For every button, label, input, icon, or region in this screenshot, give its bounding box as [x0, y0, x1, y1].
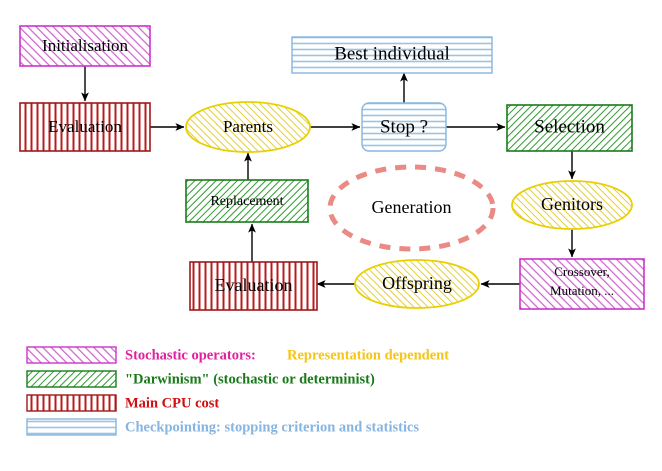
legend-swatch-blue-horizontal: [26, 418, 117, 436]
node-evaluation-bottom[interactable]: Evaluation: [189, 261, 318, 311]
legend-label-darwinism: "Darwinism" (stochastic or determinist): [125, 371, 375, 387]
node-label-generation: Generation: [372, 197, 452, 217]
node-initialisation[interactable]: Initialisation: [19, 25, 151, 67]
legend-label-stochastic-operators: Stochastic operators:: [125, 347, 256, 363]
node-crossover-mutation[interactable]: Crossover, Mutation, ...: [519, 258, 645, 310]
node-label-offspring: Offspring: [382, 273, 452, 293]
genitors-ellipse: [511, 180, 633, 230]
evaluation-top-box: [19, 102, 151, 152]
node-label-evaluation-top: Evaluation: [48, 117, 122, 136]
initialisation-box: [19, 25, 151, 67]
stop-box: [361, 102, 447, 152]
best-individual-box: [291, 36, 493, 74]
evaluation-bottom-box: [189, 261, 318, 311]
node-label-genitors: Genitors: [541, 194, 603, 214]
node-parents[interactable]: Parents: [185, 101, 311, 153]
selection-box: [506, 104, 633, 152]
legend-label-main-cpu-cost: Main CPU cost: [125, 395, 219, 411]
legend-swatch-red-vertical: [26, 394, 117, 412]
node-label-initialisation: Initialisation: [42, 36, 128, 55]
legend-item-checkpointing[interactable]: Checkpointing: stopping criterion and st…: [26, 418, 419, 436]
parents-ellipse: [185, 101, 311, 153]
node-selection[interactable]: Selection: [506, 104, 633, 152]
generation-dashed-ellipse: [327, 164, 496, 252]
node-best-individual[interactable]: Best individual: [291, 36, 493, 74]
legend-label-representation-dependent: Representation dependent: [287, 347, 449, 363]
crossover-mutation-box: [519, 258, 645, 310]
node-label-parents: Parents: [223, 117, 273, 136]
node-label-stop: Stop ?: [380, 116, 428, 137]
legend-item-stochastic-operators[interactable]: Stochastic operators: Representation dep…: [26, 346, 449, 364]
node-evaluation-top[interactable]: Evaluation: [19, 102, 151, 152]
node-replacement[interactable]: Replacement: [185, 179, 309, 223]
legend-swatch-magenta-diagonal: [26, 346, 117, 364]
legend-label-checkpointing: Checkpointing: stopping criterion and st…: [125, 419, 419, 435]
legend-swatch-green-diagonal: [26, 370, 117, 388]
node-offspring[interactable]: Offspring: [354, 259, 480, 309]
legend: Stochastic operators: Representation dep…: [26, 346, 449, 436]
node-label-replacement: Replacement: [210, 194, 283, 209]
node-label-selection: Selection: [534, 116, 605, 137]
node-label-crossover: Crossover,: [554, 264, 609, 279]
node-label-best-individual: Best individual: [334, 43, 450, 64]
edge-layer: [81, 66, 576, 288]
legend-item-darwinism[interactable]: "Darwinism" (stochastic or determinist): [26, 370, 375, 388]
node-label-mutation: Mutation, ...: [550, 283, 614, 298]
node-generation[interactable]: Generation: [327, 164, 496, 252]
node-stop[interactable]: Stop ?: [361, 102, 447, 152]
offspring-ellipse: [354, 259, 480, 309]
replacement-box: [185, 179, 309, 223]
node-label-evaluation-bottom: Evaluation: [215, 275, 293, 295]
legend-item-main-cpu-cost[interactable]: Main CPU cost: [26, 394, 219, 412]
node-genitors[interactable]: Genitors: [511, 180, 633, 230]
